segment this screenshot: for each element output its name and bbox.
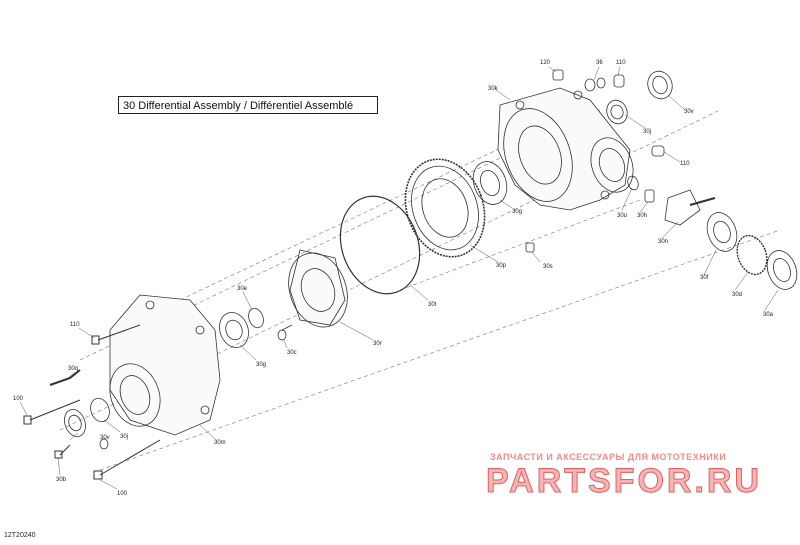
watermark-subtitle: ЗАПЧАСТИ И АКСЕССУАРЫ ДЛЯ МОТОТЕХНИКИ [490, 452, 727, 462]
rear-housing-30m [109, 294, 221, 436]
callout-labels: 120 36 110 30k 30v 30j 110 30u 30h 30g 3… [13, 60, 774, 497]
o-ring-30t [339, 195, 421, 295]
left-small-parts [49, 369, 110, 450]
top-small-parts [552, 69, 673, 157]
callout-30t: 30t [428, 302, 437, 308]
callout-30b: 30b [56, 477, 67, 483]
differential-carrier-30r [288, 249, 348, 328]
reference-code: 12T20240 [4, 532, 36, 539]
callout-30d: 30d [732, 292, 742, 298]
differential-housing-30k [497, 87, 634, 211]
callout-30f: 30f [700, 275, 709, 281]
bearing-30g-upper [472, 161, 508, 205]
callout-30p: 30p [496, 263, 507, 269]
bearing-30g-mid [219, 307, 293, 348]
callout-30s: 30s [543, 264, 553, 270]
callout-30u: 30u [617, 213, 627, 219]
callout-120: 120 [540, 60, 551, 66]
callout-30v-left: 30v [100, 435, 110, 441]
callout-30n: 30n [658, 239, 668, 245]
callout-30c: 30c [287, 350, 297, 356]
callout-30r: 30r [373, 341, 382, 347]
watermark-logo: PARTSFOR.RU [486, 462, 762, 501]
diagram-title: 30 Differential Assembly / Différentiel … [118, 96, 378, 114]
callout-36-top: 36 [596, 60, 603, 66]
callout-100-bottom: 100 [117, 491, 128, 497]
callout-30m: 30m [214, 440, 226, 446]
callout-30k: 30k [488, 86, 499, 92]
leader-lines [19, 66, 779, 490]
bolts [23, 324, 161, 480]
callout-30h: 30h [637, 213, 647, 219]
callout-110-top: 110 [616, 60, 626, 66]
callout-30j-left: 30j [120, 434, 128, 440]
ring-gear-30n [404, 158, 486, 258]
callout-100-left: 100 [13, 396, 24, 402]
callout-30a: 30a [763, 312, 774, 318]
callout-110-right: 110 [680, 161, 690, 167]
watermark-logo-text: PARTSFOR.RU [486, 462, 762, 500]
callout-30g-mid: 30g [256, 362, 266, 368]
pinion-assembly [525, 175, 798, 290]
callout-30j-top: 30j [643, 129, 651, 135]
callout-30e: 30e [237, 286, 248, 292]
callout-30q: 30q [68, 366, 78, 372]
callout-30v-top: 30v [684, 109, 694, 115]
callout-110-left: 110 [70, 322, 80, 328]
callout-30g-top: 30g [512, 209, 522, 215]
